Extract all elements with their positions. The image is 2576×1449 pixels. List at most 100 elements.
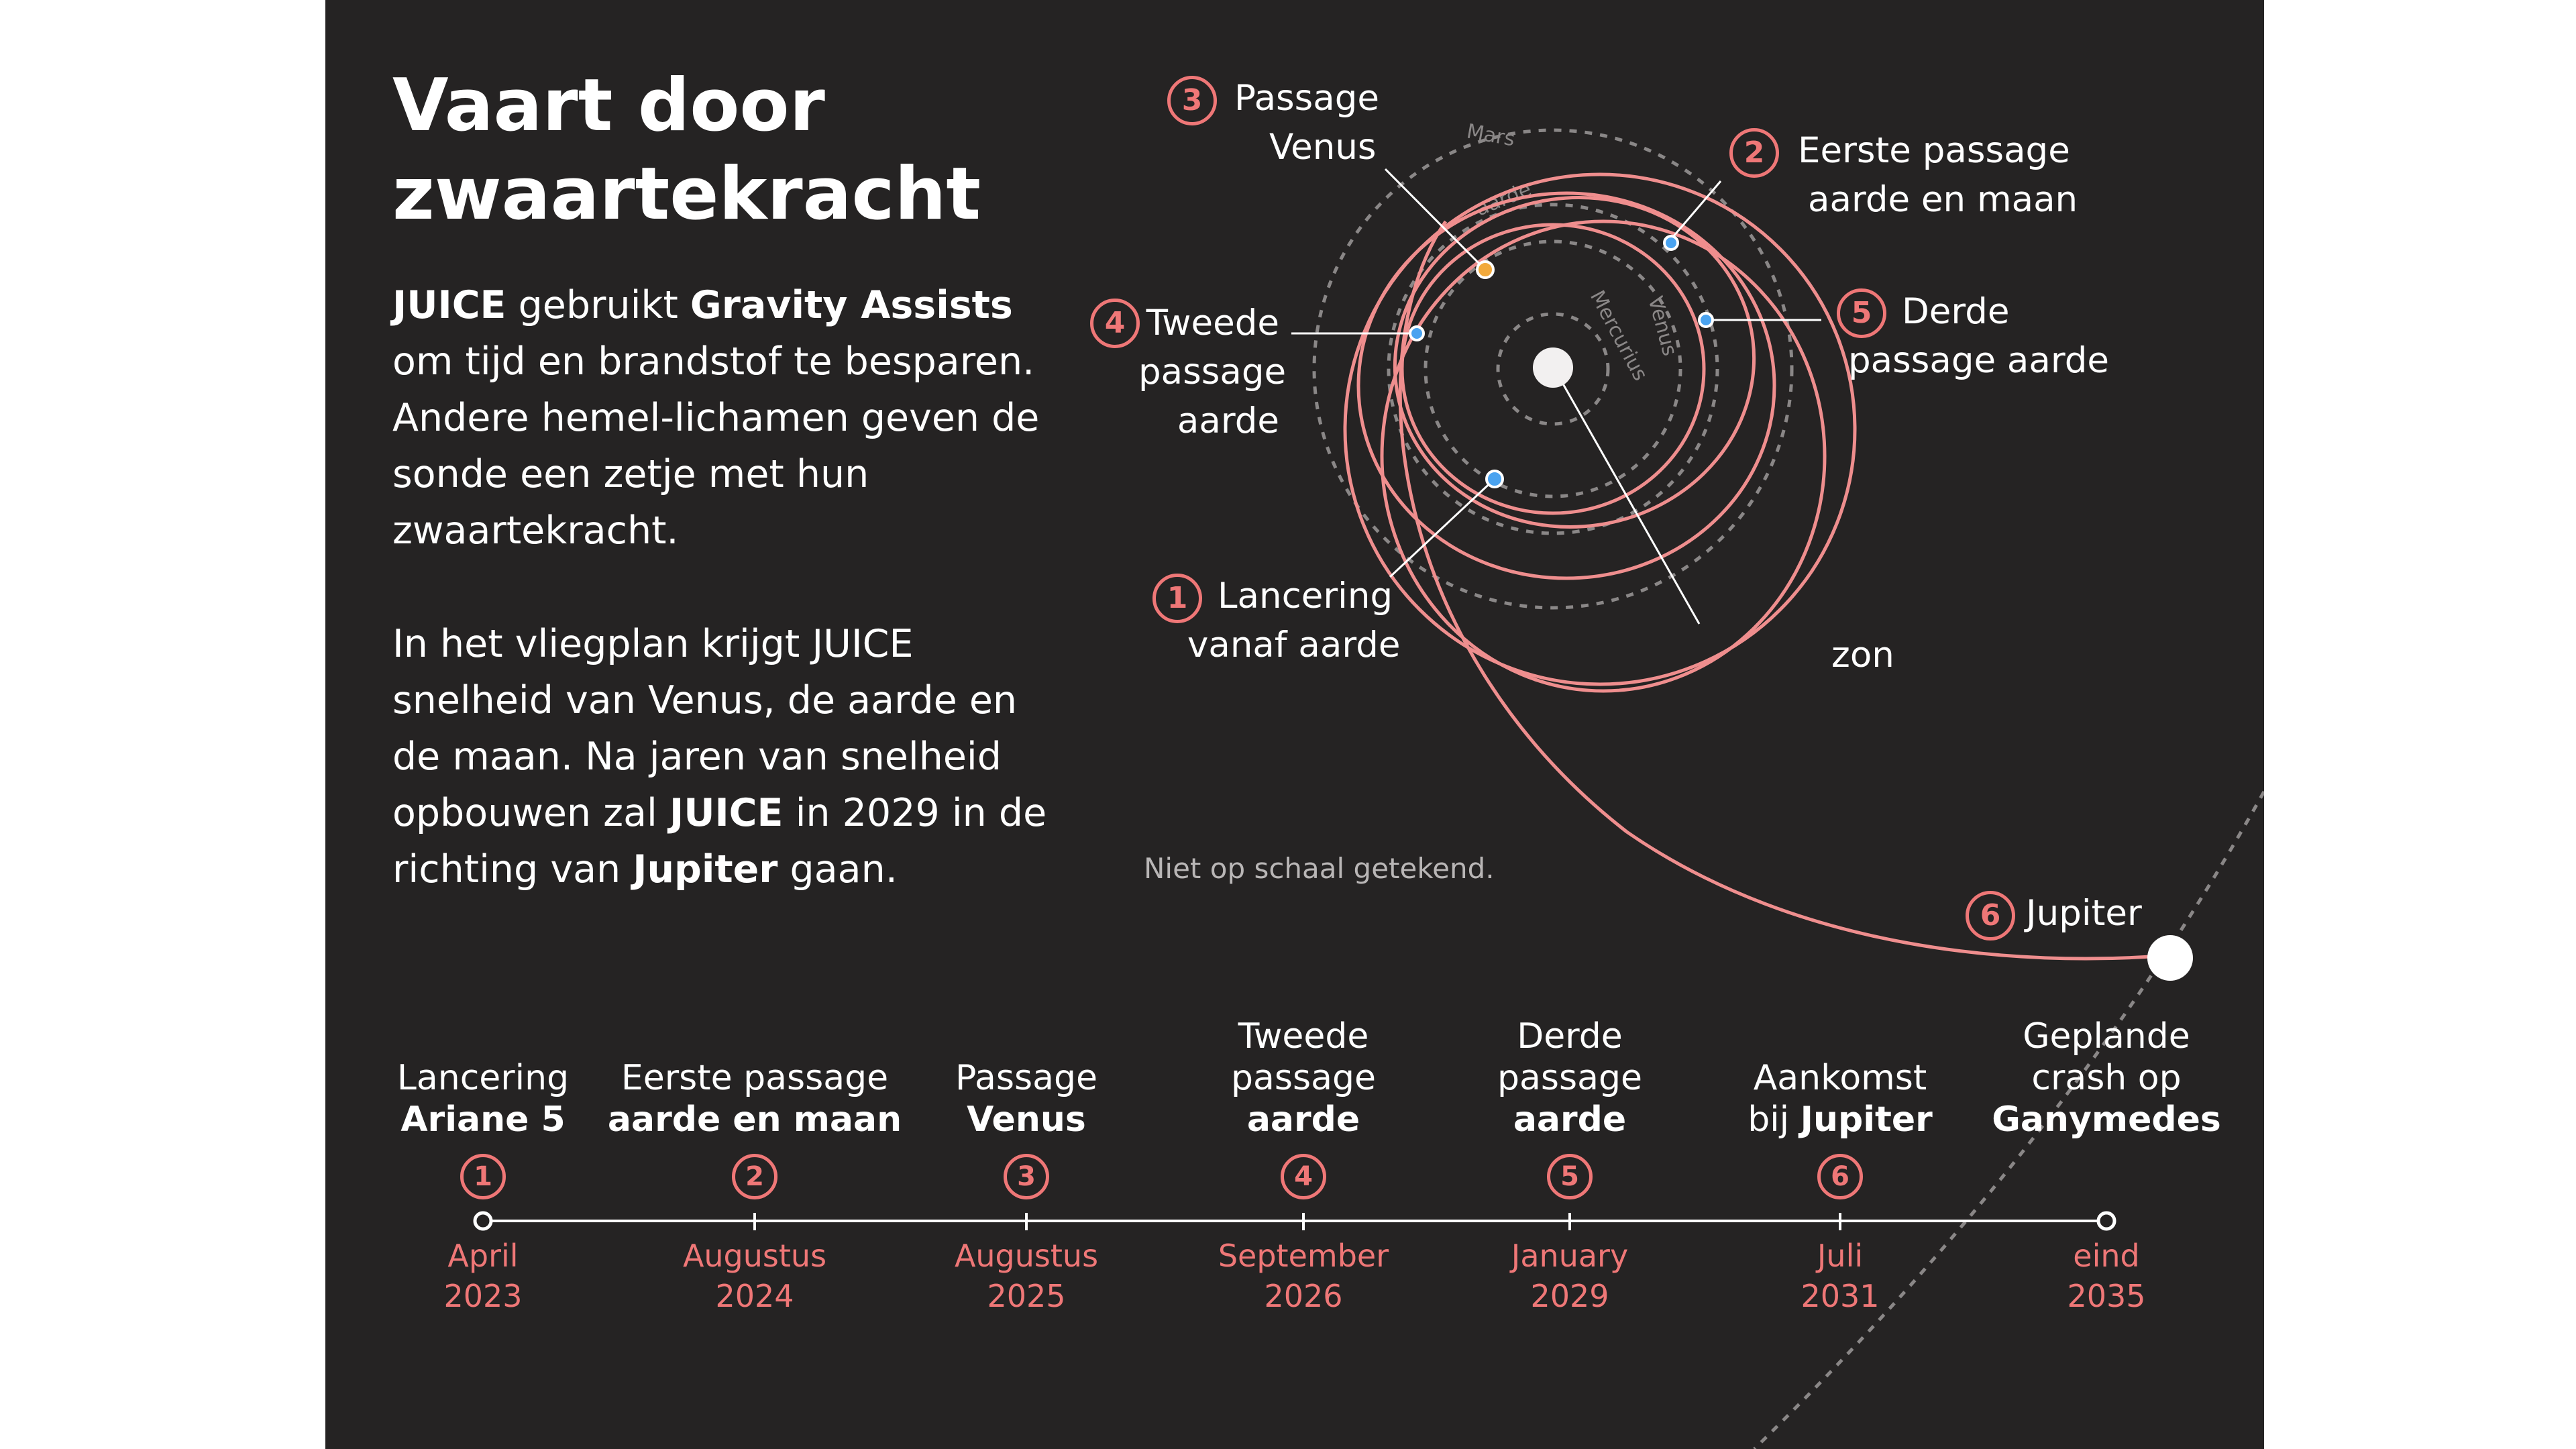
scale-note: Niet op schaal getekend. [1144, 852, 1495, 885]
label-line: Eerste passage [1798, 130, 2070, 171]
timeline-label-bold: aarde [1513, 1099, 1627, 1140]
flyby-marker-3 [1476, 260, 1495, 279]
timeline-label-line: Aankomst [1666, 1057, 2015, 1099]
timeline-label-bold: Ariane 5 [400, 1099, 566, 1140]
label-line: Venus [1269, 127, 1377, 168]
timeline-date-line: 2025 [987, 1278, 1066, 1314]
diagram-number-2: 2 [1729, 128, 1779, 178]
label-line: Passage [1234, 78, 1380, 119]
flyby-marker-2 [1663, 235, 1679, 251]
timeline-label-line: Lancering [325, 1057, 657, 1099]
timeline-date-line: 2024 [715, 1278, 794, 1314]
timeline-label-text: passage [1231, 1058, 1376, 1098]
leader-line-2 [1668, 180, 1722, 242]
timeline-date-line: 2026 [1264, 1278, 1343, 1314]
label-passage-venus: Passage Venus [1234, 74, 1379, 172]
timeline-number-1: 1 [460, 1154, 506, 1199]
timeline-label-line: bij Jupiter [1666, 1099, 2015, 1140]
label-eerste-passage: Eerste passage aarde en maan [1798, 126, 2078, 224]
timeline-date-line: eind [2073, 1238, 2140, 1274]
label-lancering: Lancering vanaf aarde [1187, 572, 1400, 669]
label-derde-passage: Derde passage aarde [1848, 287, 2109, 385]
label-tweede-passage: Tweede passage aarde [1138, 299, 1287, 445]
flyby-marker-4 [1409, 325, 1425, 341]
timeline-date-line: 2029 [1530, 1278, 1609, 1314]
label-line: passage aarde [1848, 340, 2109, 381]
timeline-date-line: Juli [1817, 1238, 1864, 1274]
timeline-label-bold: Ganymedes [1992, 1099, 2221, 1140]
timeline-label-line: Venus [852, 1099, 1201, 1140]
timeline-label-text: crash op [2031, 1058, 2182, 1098]
timeline-label-line: aarde [1129, 1099, 1478, 1140]
leader-line-1 [1389, 476, 1497, 578]
mars-orbit [1312, 128, 1794, 610]
title-line-1: Vaart door [392, 64, 825, 148]
timeline-label-bold: Venus [967, 1099, 1086, 1140]
timeline-number-6: 6 [1817, 1154, 1863, 1199]
diagram-number-4: 4 [1090, 299, 1140, 348]
label-line: passage [1138, 352, 1287, 392]
mercury-orbit [1496, 312, 1610, 426]
timeline-date-line: April [447, 1238, 519, 1274]
trajectory-loop-4 [1380, 219, 1827, 693]
intro-paragraph-1: JUICE gebruikt Gravity Assists om tijd e… [392, 277, 1050, 559]
bold-text: Jupiter [633, 847, 778, 892]
timeline-label-bold: aarde [1246, 1099, 1360, 1140]
timeline-number-4: 4 [1281, 1154, 1326, 1199]
trajectory-loop-2 [1393, 196, 1756, 529]
page-title: Vaart door zwaartekracht [392, 62, 1130, 239]
trajectory-diagram: Mars aarde Venus Mercurius [473, 119, 2264, 1449]
timeline-endpoint [473, 1211, 493, 1231]
timeline-label-line: Geplande [1932, 1016, 2264, 1057]
trajectory-to-jupiter [1398, 220, 2161, 961]
timeline-label-line: Derde [1395, 1016, 1744, 1057]
timeline-number-5: 5 [1547, 1154, 1593, 1199]
label-zon: zon [1831, 635, 1894, 676]
jupiter [2147, 935, 2193, 981]
timeline-date-7: eind 2035 [1952, 1236, 2261, 1316]
timeline-label-text: passage [1497, 1058, 1642, 1098]
timeline-date-line: January [1511, 1238, 1629, 1274]
sun [1533, 347, 1573, 388]
text-run: in 2029 in de richting van [392, 791, 1047, 892]
timeline-ticks [473, 1211, 2116, 1231]
trajectory-loop-5 [1343, 172, 1857, 686]
leader-line-3 [1384, 168, 1485, 270]
timeline-label-line: Tweede [1129, 1016, 1478, 1057]
text-run: In het vliegplan krijgt JUICE snelheid v… [392, 622, 1018, 835]
timeline-date-2: Augustus 2024 [600, 1236, 909, 1316]
label-line: Derde [1902, 291, 2010, 332]
timeline-number-2: 2 [732, 1154, 777, 1199]
timeline-date-line: Augustus [682, 1238, 827, 1274]
timeline-label-line: passage [1129, 1057, 1478, 1099]
timeline-label-line: aarde en maan [580, 1099, 929, 1140]
leader-line-zon [1557, 375, 1701, 625]
diagram-number-5: 5 [1837, 288, 1886, 338]
venus-orbit [1424, 239, 1682, 498]
label-jupiter: Jupiter [2026, 893, 2142, 934]
text-run: gebruikt [506, 283, 690, 327]
timeline-date-line: 2035 [2067, 1278, 2146, 1314]
timeline-label-text: bij [1748, 1099, 1801, 1140]
timeline-label-line: Passage [852, 1057, 1201, 1099]
earth-orbit [1387, 203, 1719, 535]
diagram-number-1: 1 [1152, 574, 1202, 623]
diagram-number-3: 3 [1167, 76, 1217, 125]
text-run: gaan. [777, 847, 898, 892]
timeline-number-3: 3 [1004, 1154, 1049, 1199]
timeline-label-line: aarde [1395, 1099, 1744, 1140]
timeline-label-line: Ariane 5 [325, 1099, 657, 1140]
timeline-label-line: Eerste passage [580, 1057, 929, 1099]
label-line: aarde en maan [1808, 179, 2078, 220]
infographic-panel: Mars aarde Venus Mercurius [325, 0, 2264, 1449]
flyby-marker-1 [1485, 470, 1504, 488]
